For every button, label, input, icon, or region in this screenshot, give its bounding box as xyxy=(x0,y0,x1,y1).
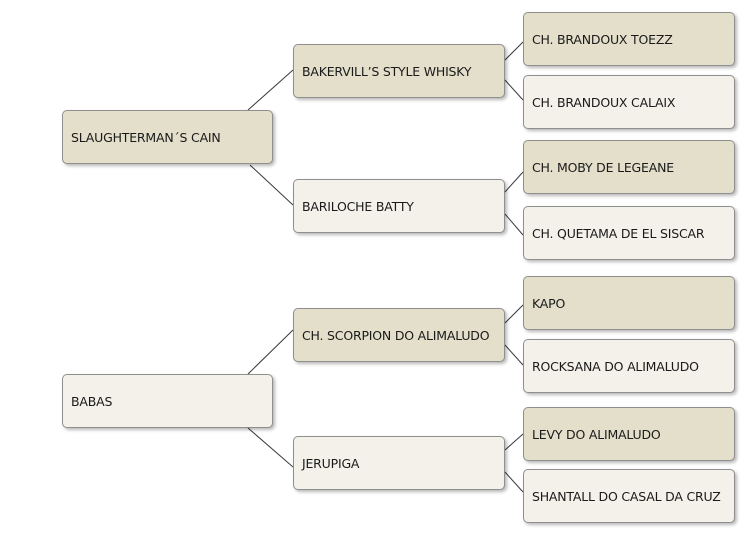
dog-box-sire-dam: ROCKSANA DO ALIMALUDO xyxy=(523,339,735,393)
connector-line xyxy=(247,427,294,468)
connector-line xyxy=(504,41,524,61)
dog-box-dam-sire: LEVY DO ALIMALUDO xyxy=(523,407,735,461)
dog-box-dam-dam: SHANTALL DO CASAL DA CRUZ xyxy=(523,469,735,523)
dog-box-dam: BARILOCHE BATTY xyxy=(293,179,505,233)
connector-line xyxy=(504,471,524,493)
connector-line xyxy=(504,79,524,101)
connector-line xyxy=(504,171,524,193)
connector-line xyxy=(504,213,524,236)
dog-box-sire: BAKERVILL’S STYLE WHISKY xyxy=(293,44,505,98)
dog-box-dam: JERUPIGA xyxy=(293,436,505,490)
connector-line xyxy=(247,69,294,111)
dog-box-dam-dam: CH. QUETAMA DE EL SISCAR xyxy=(523,206,735,260)
connector-line xyxy=(247,329,294,375)
dog-box-sire-sire: KAPO xyxy=(523,276,735,330)
dog-box-sire: CH. SCORPION DO ALIMALUDO xyxy=(293,308,505,362)
dog-box-sire-sire: CH. BRANDOUX TOEZZ xyxy=(523,12,735,66)
connector-line xyxy=(504,433,524,451)
dog-box-sire-dam: CH. BRANDOUX CALAIX xyxy=(523,75,735,129)
connector-line xyxy=(504,304,524,324)
connector-line xyxy=(249,164,294,206)
dog-box-dam-sire: CH. MOBY DE LEGEANE xyxy=(523,140,735,194)
dog-box-root: BABAS xyxy=(62,374,273,428)
connector-line xyxy=(504,344,524,366)
dog-box-root: SLAUGHTERMAN´S CAIN xyxy=(62,110,273,164)
